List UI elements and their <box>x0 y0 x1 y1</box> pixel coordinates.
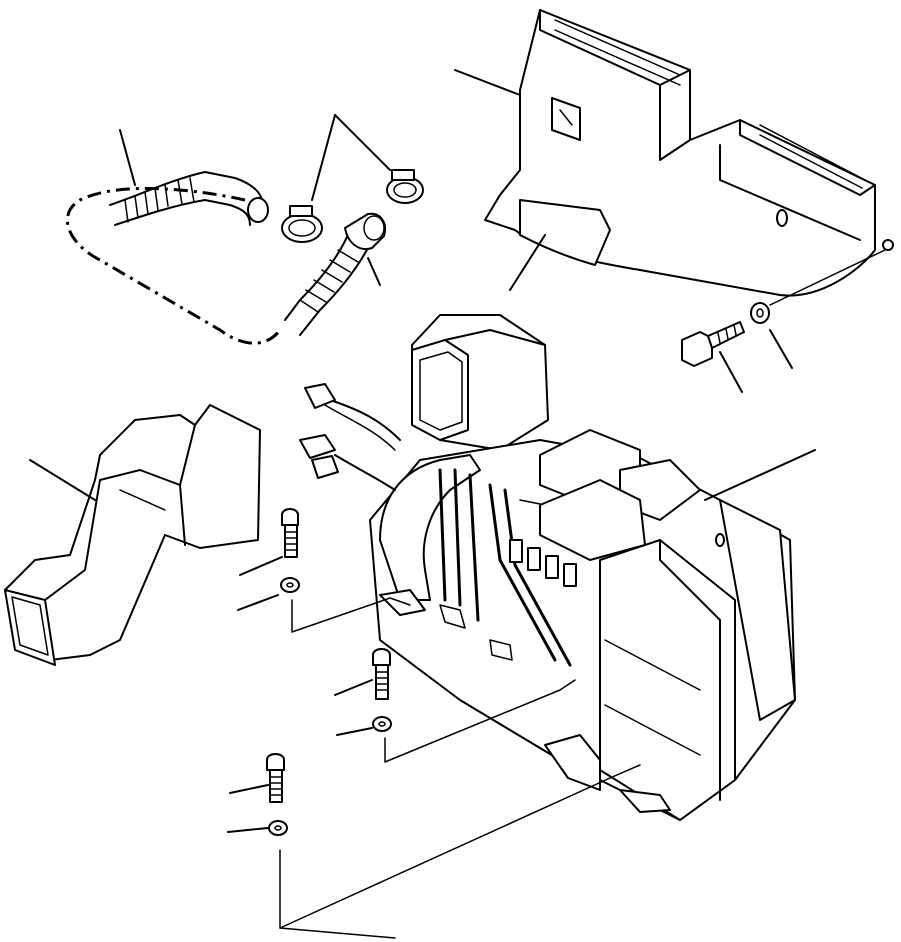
washer <box>750 249 886 369</box>
connector-row <box>509 539 577 587</box>
mounting-bolt <box>681 321 745 393</box>
heater-unit <box>369 314 816 821</box>
upper-duct <box>454 9 894 297</box>
hose-clamps <box>281 169 424 243</box>
bolt-set-3 <box>227 753 641 939</box>
bolt-set-2 <box>334 648 576 763</box>
wire-harness <box>299 383 401 491</box>
hose-leader-lines <box>119 114 391 286</box>
bolt-set-1 <box>237 508 411 633</box>
side-duct <box>4 404 261 666</box>
drain-hose <box>66 171 386 345</box>
hose-corrugation-upper <box>124 177 195 223</box>
hose-corrugation-lower <box>299 249 359 313</box>
